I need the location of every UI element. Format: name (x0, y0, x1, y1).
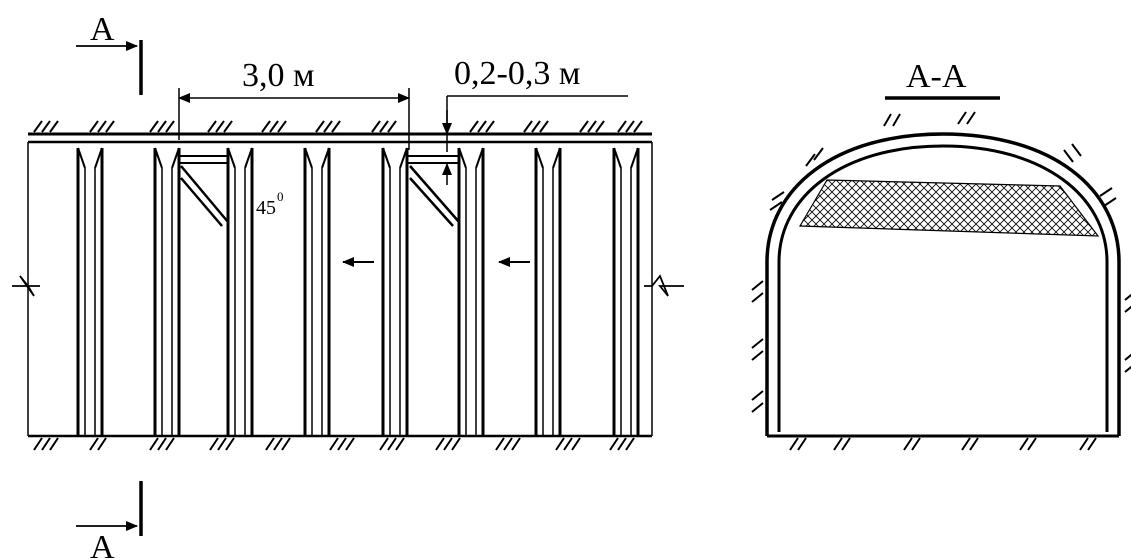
left-break-symbol (12, 275, 40, 297)
gap-dimension (442, 95, 628, 185)
gap-dimension-label: 0,2-0,3 м (454, 55, 580, 92)
section-cut-top: A (76, 11, 143, 95)
support-post (76, 147, 104, 436)
support-post (457, 147, 485, 436)
arch-outer (765, 132, 1121, 436)
support-post (303, 147, 331, 436)
section-cut-bottom: A (76, 481, 143, 560)
longitudinal-view: 45 0 3,0 м 0,2-0,3 м A A (12, 11, 684, 560)
lagging-band (798, 179, 1100, 237)
span-dimension-label: 3,0 м (242, 57, 315, 94)
cross-section: A-A (751, 58, 1131, 451)
section-cut-bottom-label: A (90, 529, 115, 560)
section-title: A-A (906, 58, 967, 95)
angle-degree-sign: 0 (277, 189, 284, 204)
section-hatch (751, 111, 1131, 451)
floor-hatch (33, 437, 635, 451)
span-dimension (178, 88, 410, 150)
roof-hatch (33, 120, 643, 133)
right-break-symbol (644, 274, 684, 297)
tie-and-strut-1 (179, 155, 229, 227)
support-posts (76, 147, 640, 436)
support-post (381, 147, 409, 436)
support-post (226, 147, 254, 436)
support-post (153, 147, 181, 436)
support-post (534, 147, 562, 436)
section-cut-top-label: A (90, 11, 115, 48)
angle-label: 45 (256, 197, 276, 219)
support-post (612, 147, 640, 436)
arch-inner (777, 144, 1109, 432)
tie-and-strut-2 (407, 155, 460, 227)
